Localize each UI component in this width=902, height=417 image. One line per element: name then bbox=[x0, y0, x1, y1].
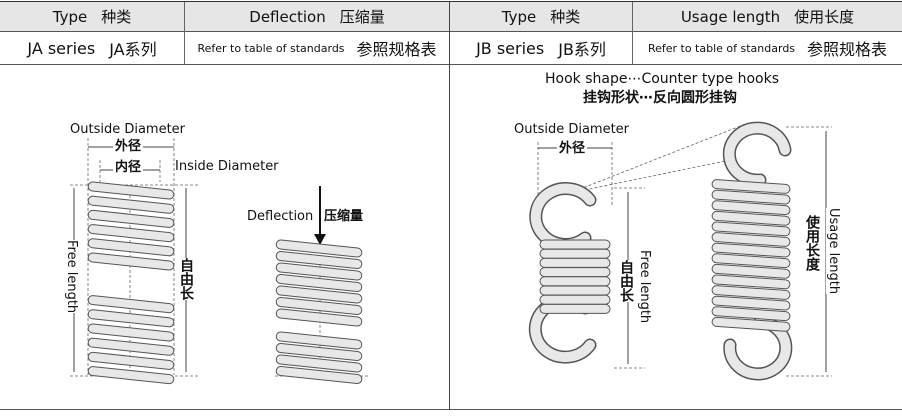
header-label-en: Type bbox=[501, 7, 537, 26]
spring-coil bbox=[275, 250, 363, 270]
spring-coil bbox=[275, 331, 363, 350]
spring-free-state bbox=[87, 181, 175, 385]
spring-coil bbox=[275, 342, 363, 362]
header-label-en: Type bbox=[52, 7, 88, 26]
spring-coil bbox=[87, 309, 175, 328]
spring-coil bbox=[711, 253, 791, 269]
spring-coil bbox=[711, 295, 791, 311]
spring-coil bbox=[711, 263, 791, 279]
spring-coil bbox=[539, 285, 611, 296]
hook-shape-zh-label: 挂钩形状⋯反向圆形挂钩 bbox=[583, 90, 737, 106]
header-label-zh: 种类 bbox=[101, 8, 132, 26]
row-divider bbox=[0, 64, 902, 65]
value-label-zh: JA系列 bbox=[109, 40, 157, 59]
spring-coil bbox=[539, 267, 611, 278]
deflection-label: Deflection bbox=[247, 209, 314, 224]
compression-spring-diagram bbox=[70, 138, 370, 385]
header-divider bbox=[0, 31, 902, 32]
table-bottom-border bbox=[0, 409, 902, 410]
value-label-en: Refer to table of standards bbox=[197, 41, 345, 55]
value-label-zh: 参照规格表 bbox=[356, 40, 437, 59]
spring-coil bbox=[711, 316, 791, 332]
value-label-en: Refer to table of standards bbox=[647, 41, 796, 55]
spring-coil bbox=[711, 242, 791, 258]
spring-coil bbox=[711, 189, 791, 205]
spring-coil bbox=[275, 308, 363, 327]
spring-coil bbox=[539, 303, 611, 314]
value-label-en: JA series bbox=[27, 38, 96, 58]
inside-diameter-zh-label: 内径 bbox=[113, 160, 144, 175]
free-length-zh-label-right: 自由长 bbox=[618, 260, 634, 302]
header-usage-length: Usage length 使用长度 bbox=[633, 2, 902, 31]
header-type-jb: Type 种类 bbox=[450, 2, 632, 31]
inside-diameter-label: Inside Diameter bbox=[175, 159, 279, 174]
extension-spring-free bbox=[539, 239, 611, 314]
header-label-zh: 种类 bbox=[550, 8, 581, 26]
spring-coil bbox=[275, 262, 363, 281]
spring-coil bbox=[539, 294, 611, 305]
spring-coil bbox=[711, 221, 791, 237]
deflection-zh-label: 压缩量 bbox=[324, 209, 364, 224]
col-divider-center bbox=[449, 2, 450, 410]
usage-length-label: Usage length bbox=[826, 208, 841, 295]
spring-coil bbox=[87, 224, 175, 243]
outside-diameter-zh-label-right: 外径 bbox=[557, 141, 588, 156]
col-divider-3 bbox=[632, 2, 633, 64]
header-label-en: Deflection bbox=[249, 7, 326, 26]
value-label-zh: 参照规格表 bbox=[807, 40, 888, 59]
spring-coil bbox=[711, 200, 791, 216]
spring-coil bbox=[87, 366, 175, 385]
spring-coil bbox=[275, 296, 363, 316]
spring-coil bbox=[539, 239, 611, 250]
spring-coil bbox=[539, 257, 611, 268]
value-label-en: JB series bbox=[476, 38, 545, 58]
spring-coil bbox=[275, 239, 363, 258]
spring-coil bbox=[711, 210, 791, 226]
spring-coil bbox=[87, 181, 175, 200]
free-length-label: Free length bbox=[64, 240, 79, 314]
spring-coil bbox=[87, 252, 175, 271]
spring-coil bbox=[711, 285, 791, 300]
header-label-zh: 使用长度 bbox=[794, 8, 855, 26]
value-usage-ref: Refer to table of standards 参照规格表 bbox=[633, 32, 902, 64]
spring-coil bbox=[711, 232, 791, 247]
spring-coil bbox=[87, 295, 175, 314]
spring-coil bbox=[275, 285, 363, 304]
spring-coil bbox=[539, 248, 611, 259]
value-jb-series: JB series JB系列 bbox=[450, 32, 632, 64]
spring-coil bbox=[275, 273, 363, 293]
deflection-arrow-icon bbox=[314, 234, 326, 245]
spring-coil bbox=[87, 238, 175, 257]
hook-shape-label: Hook shape⋯Counter type hooks bbox=[545, 71, 779, 87]
spring-coil bbox=[275, 365, 363, 385]
outside-diameter-label: Outside Diameter bbox=[70, 122, 186, 137]
header-label-zh: 压缩量 bbox=[339, 8, 385, 26]
col-divider-1 bbox=[184, 2, 185, 64]
free-length-label-right: Free length bbox=[637, 250, 652, 324]
value-label-zh: JB系列 bbox=[558, 40, 606, 59]
extension-spring-stretched bbox=[711, 179, 791, 332]
spring-coil bbox=[711, 179, 791, 194]
extension-spring-diagram bbox=[528, 121, 832, 381]
spring-coil bbox=[87, 337, 175, 356]
spring-coil bbox=[711, 306, 791, 322]
spring-coil bbox=[87, 323, 175, 342]
outside-diameter-label-right: Outside Diameter bbox=[514, 122, 630, 137]
outside-diameter-zh-label: 外径 bbox=[113, 139, 144, 154]
value-deflection-ref: Refer to table of standards 参照规格表 bbox=[185, 32, 449, 64]
header-label-en: Usage length bbox=[680, 7, 781, 26]
spring-coil bbox=[711, 274, 791, 290]
usage-length-zh-label: 使用长度 bbox=[804, 215, 820, 271]
header-deflection: Deflection 压缩量 bbox=[185, 2, 449, 31]
spring-coil bbox=[87, 209, 175, 228]
spring-coil bbox=[87, 195, 175, 214]
free-length-zh-label: 自由长 bbox=[178, 258, 194, 300]
spring-compressed-state bbox=[275, 239, 363, 385]
header-type-ja: Type 种类 bbox=[0, 2, 184, 31]
spring-coil bbox=[87, 351, 175, 370]
value-ja-series: JA series JA系列 bbox=[0, 32, 184, 64]
spring-coil bbox=[275, 354, 363, 373]
spring-coil bbox=[539, 276, 611, 287]
